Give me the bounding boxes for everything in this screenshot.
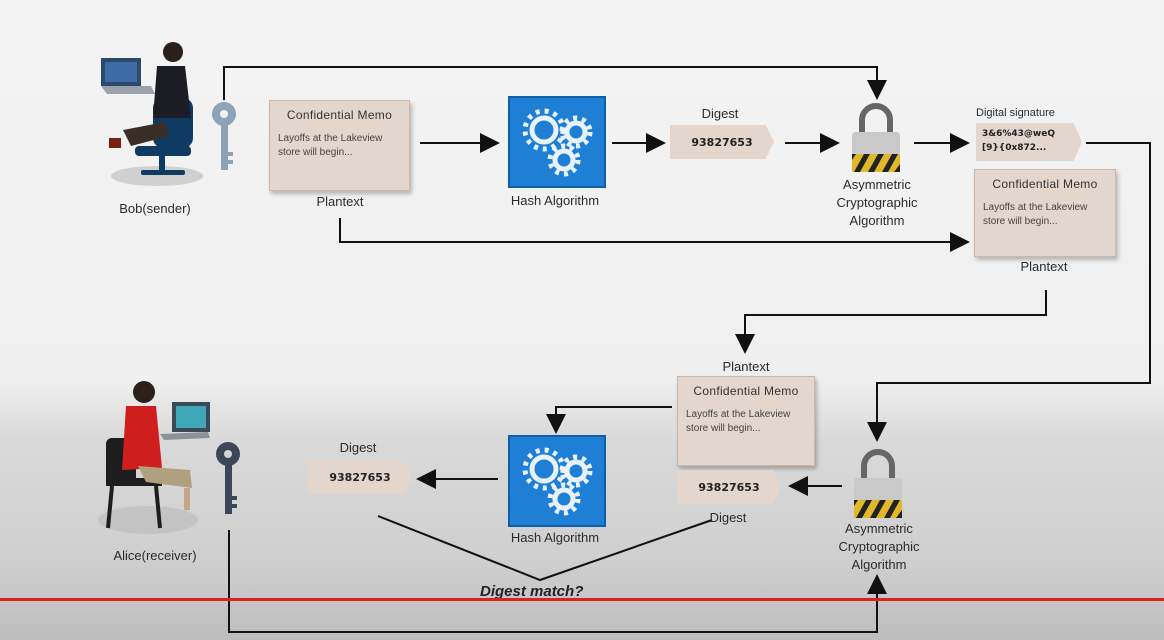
digest-label-top: Digest [701,106,739,121]
plaintext-label-top: Plantext [316,194,364,209]
plaintext-label-bottom: Plantext [722,359,770,374]
memo-body: Layoffs at the Lakeview store will begin… [278,133,383,158]
plaintext-label-right: Plantext [1020,259,1068,274]
person-at-laptop-icon [98,381,210,534]
memo-title: Confidential Memo [693,384,799,398]
plaintext-memo-bottom: Confidential Memo Layoffs at the Lakevie… [677,376,815,466]
asym-label-bottom-1: Asymmetric [845,521,913,536]
padlock-icon [854,449,902,518]
signature-label: Digital signature [976,107,1055,119]
memo-title: Confidential Memo [992,177,1098,191]
memo-title: Confidential Memo [286,108,393,122]
gears-icon [522,108,593,177]
person-at-laptop-icon [101,42,203,186]
memo-body: Layoffs at the Lakeview store will begin… [983,202,1088,227]
key-icon [216,442,240,514]
progress-line [0,598,1164,601]
key-icon [212,102,236,170]
sender-label: Bob(sender) [119,201,191,216]
asym-label-top-1: Asymmetric [843,177,911,192]
digest-value-received: 93827653 [677,470,781,504]
digital-signature-tag: 3&6%43@weQ [9}{0x872... [976,123,1082,161]
hash-label-bottom: Hash Algorithm [510,530,600,545]
signature-line-2: [9}{0x872... [982,143,1047,153]
plaintext-memo-top: Confidential Memo Layoffs at the Lakevie… [269,100,410,191]
memo-body: Layoffs at the Lakeview store will begin… [686,409,791,434]
receiver-figure [98,378,216,538]
digest-match-question: Digest match? [480,583,584,600]
digest-label-received: Digest [709,510,747,525]
hash-algorithm-box-top [508,96,606,188]
digest-label-computed: Digest [339,440,377,455]
hash-label-top: Hash Algorithm [510,193,600,208]
asym-label-top-3: Algorithm [849,213,905,228]
asym-label-bottom-3: Algorithm [851,557,907,572]
receiver-label: Alice(receiver) [113,548,197,563]
sender-figure [95,38,207,188]
gears-icon [522,447,593,516]
signature-line-1: 3&6%43@weQ [982,129,1055,139]
hash-algorithm-box-bottom [508,435,606,527]
digest-value-top: 93827653 [670,125,774,159]
plaintext-memo-right: Confidential Memo Layoffs at the Lakevie… [974,169,1116,257]
padlock-icon [852,103,900,172]
digest-value-computed: 93827653 [308,460,412,494]
asym-label-bottom-2: Cryptographic [838,539,920,554]
asym-label-top-2: Cryptographic [836,195,918,210]
